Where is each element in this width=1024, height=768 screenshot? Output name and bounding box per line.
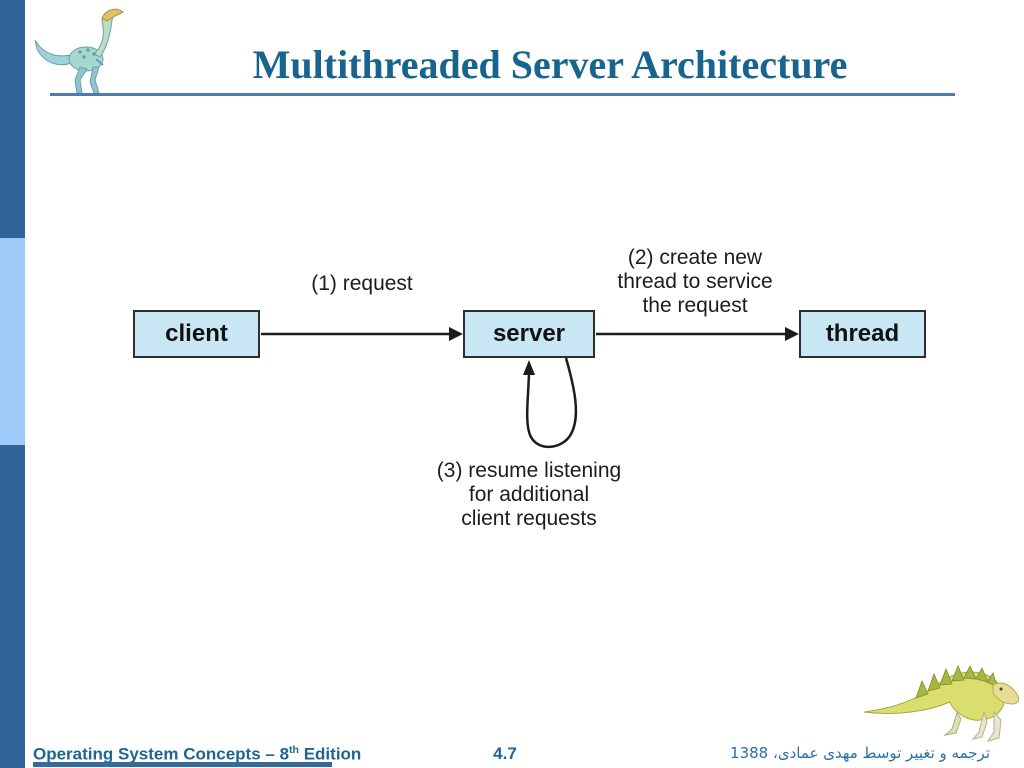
top-left-logo [30,4,140,96]
create-thread-arrow [596,327,799,341]
slide-title: Multithreaded Server Architecture [252,42,848,87]
sidebar-segment-bottom [0,445,25,768]
client-node-label: client [165,320,228,347]
footer-book-title: Operating System Concepts – 8th Edition [33,744,361,765]
bottom-right-logo [860,640,1024,744]
resume-loop-arrow [523,357,578,448]
client-node: client [133,310,260,358]
server-node: server [463,310,595,358]
dinosaur-icon [34,8,124,94]
step1-request-label: (1) request [311,272,413,295]
translation-credit: ترجمه و تغییر توسط مهدی عمادی، 1388 [730,744,990,762]
footer-underline [33,762,332,767]
dinosaur-icon [863,664,1020,742]
sidebar-accent-bar [0,0,25,768]
step2-create-thread-label: (2) create new thread to service the req… [617,246,773,317]
title-underline [50,93,955,96]
sidebar-segment-middle [0,238,25,445]
step3-resume-listening-label: (3) resume listening for additional clie… [436,459,622,530]
footer-book-prefix: Operating System Concepts – 8 [33,744,290,764]
footer-edition-suffix: Edition [298,744,362,764]
footer-edition-superscript: th [289,744,299,756]
thread-node-label: thread [825,320,900,347]
server-node-label: server [492,320,566,347]
sidebar-segment-top [0,0,25,238]
request-arrow [261,327,463,341]
slide-number: 4.7 [493,744,517,763]
thread-node: thread [799,310,926,358]
